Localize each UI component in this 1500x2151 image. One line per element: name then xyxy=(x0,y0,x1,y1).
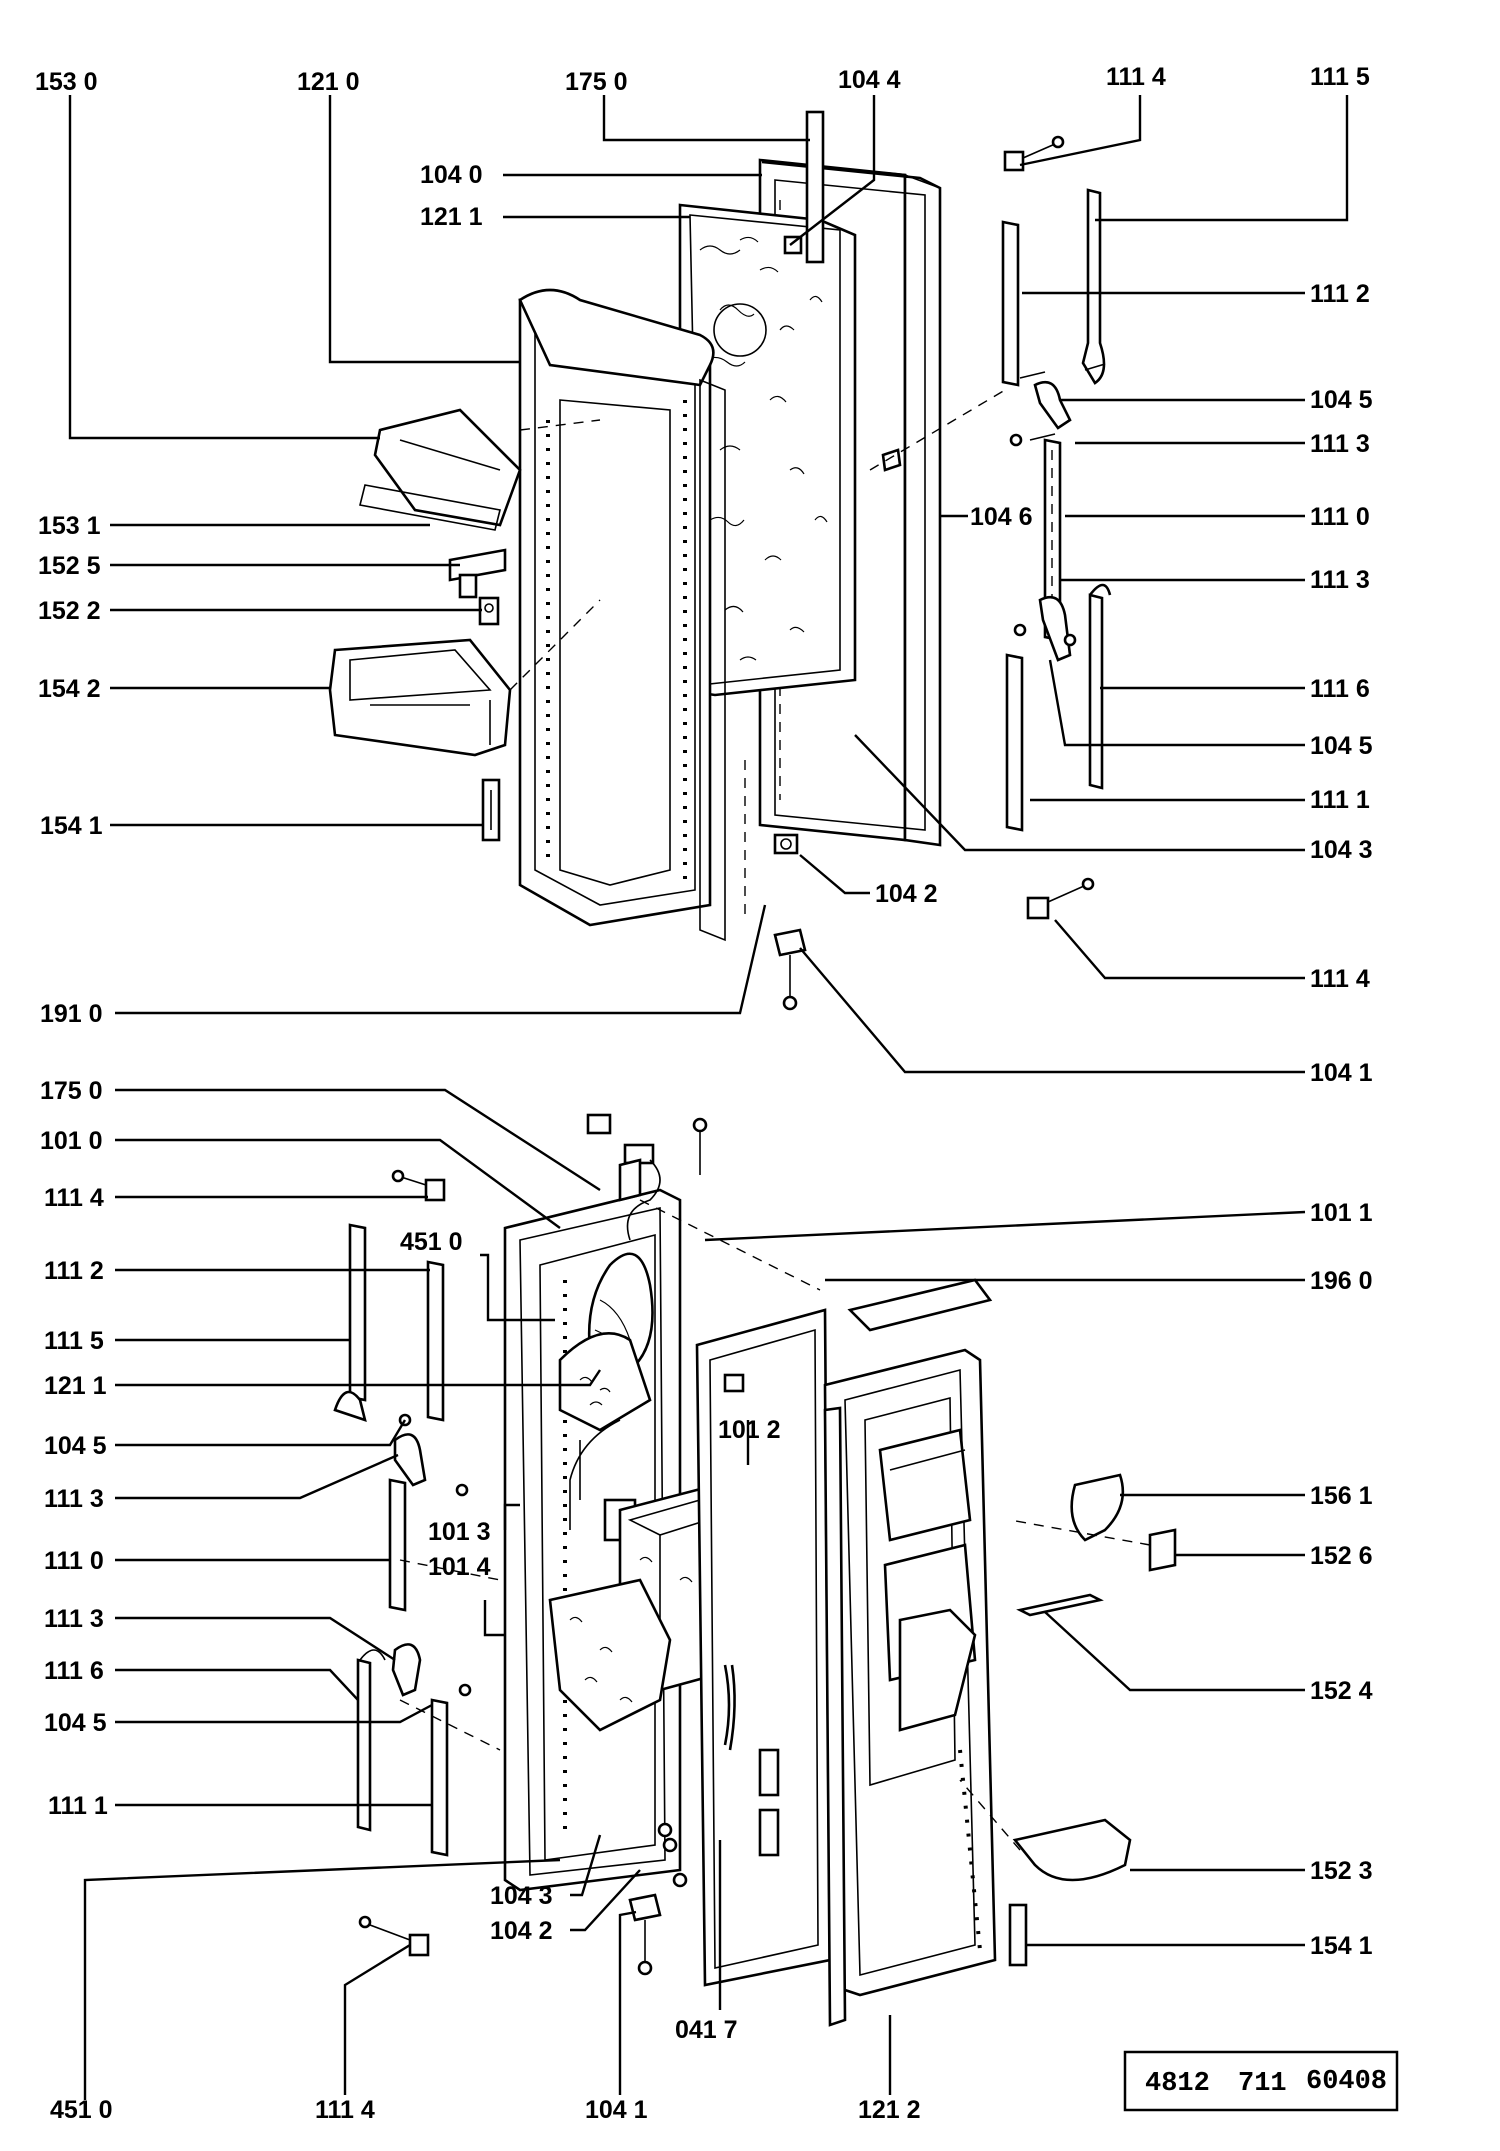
label-1541-left: 154 1 xyxy=(40,812,103,840)
label-1211-bot: 121 1 xyxy=(44,1372,107,1400)
label-0417: 041 7 xyxy=(675,2016,738,2044)
label-1115: 111 5 xyxy=(1310,63,1370,91)
hinge-1114-bottom-left xyxy=(391,1169,446,1202)
label-1750-bot: 175 0 xyxy=(40,1077,103,1105)
label-1014: 101 4 xyxy=(428,1553,491,1581)
bracket-1042-top xyxy=(773,833,799,855)
top-door-assembly xyxy=(328,110,1112,1011)
fastener-1046 xyxy=(881,448,902,472)
label-1212: 121 2 xyxy=(858,2096,921,2124)
reference-part-2: 711 xyxy=(1238,2069,1287,2099)
leader-lines xyxy=(68,95,1349,2100)
label-1115-bot: 111 5 xyxy=(44,1327,104,1355)
shelf-lid-1530 xyxy=(359,408,522,531)
label-1542: 154 2 xyxy=(38,675,101,703)
hinge-strips-bottom xyxy=(333,1223,501,1857)
hinge-1114-bottom xyxy=(358,1915,430,1957)
label-1045-a: 104 5 xyxy=(1310,386,1373,414)
label-1045-d: 104 5 xyxy=(44,1709,107,1737)
label-1910: 191 0 xyxy=(40,1000,103,1028)
foam-block-1014 xyxy=(548,1578,672,1732)
label-1112-top: 111 2 xyxy=(1310,280,1370,308)
label-1110-top: 111 0 xyxy=(1310,503,1370,531)
hinge-strips-top xyxy=(1001,188,1112,832)
label-1531: 153 1 xyxy=(38,512,101,540)
label-1045-b: 104 5 xyxy=(1310,732,1373,760)
label-1044: 104 4 xyxy=(838,66,901,94)
label-1211-top: 121 1 xyxy=(420,203,483,231)
label-1114-top: 111 4 xyxy=(1106,63,1166,91)
inner-liner-top xyxy=(518,288,726,942)
reference-number-box: 4812 711 60408 xyxy=(1123,2050,1399,2112)
label-1045-c: 104 5 xyxy=(44,1432,107,1460)
label-1114-bl: 111 4 xyxy=(44,1184,104,1212)
label-1041-bot: 104 1 xyxy=(585,2096,648,2124)
insulation-panel-bottom xyxy=(558,1332,652,1432)
label-1525: 152 5 xyxy=(38,552,101,580)
label-1541-right: 154 1 xyxy=(1310,1932,1373,1960)
label-1113-d: 111 3 xyxy=(44,1605,104,1633)
label-1523: 152 3 xyxy=(1310,1857,1373,1885)
label-1113-c: 111 3 xyxy=(44,1485,104,1513)
top-small-parts-bottom xyxy=(586,1113,708,1241)
label-1043-bot: 104 3 xyxy=(490,1882,553,1910)
label-1114-mid: 111 4 xyxy=(1310,965,1370,993)
clip-1525 xyxy=(448,548,507,599)
bottom-door-assembly xyxy=(333,1113,1177,2027)
label-1112-bot: 111 2 xyxy=(44,1257,104,1285)
dispenser-parts-right xyxy=(1008,1473,1177,1967)
label-1010: 101 0 xyxy=(40,1127,103,1155)
label-1046: 104 6 xyxy=(970,503,1033,531)
label-1561: 156 1 xyxy=(1310,1482,1373,1510)
hinge-plate-1041-top xyxy=(773,928,807,1011)
door-gasket-1960 xyxy=(695,1308,832,1987)
reference-part-1: 4812 xyxy=(1145,2069,1210,2099)
label-1111-bot: 111 1 xyxy=(48,1792,108,1820)
label-1111-top: 111 1 xyxy=(1310,786,1370,814)
hinge-1114-mid xyxy=(1026,877,1095,920)
label-1041-top: 104 1 xyxy=(1310,1059,1373,1087)
label-1114-bot: 111 4 xyxy=(315,2096,375,2124)
label-1524: 152 4 xyxy=(1310,1677,1373,1705)
axle-1750-top xyxy=(805,110,825,264)
label-1013: 101 3 xyxy=(428,1518,491,1546)
label-1042-top: 104 2 xyxy=(875,880,938,908)
reference-part-3: 60408 xyxy=(1306,2067,1387,2097)
part-labels: 153 0 121 0 175 0 104 4 111 4 111 5 104 … xyxy=(35,63,1373,2124)
label-1040: 104 0 xyxy=(420,161,483,189)
label-1042-bot: 104 2 xyxy=(490,1917,553,1945)
label-4510-bot: 451 0 xyxy=(50,2096,113,2124)
label-1526: 152 6 xyxy=(1310,1542,1373,1570)
label-1116-bot: 111 6 xyxy=(44,1657,104,1685)
label-1116-top: 111 6 xyxy=(1310,675,1370,703)
label-4510-mid: 451 0 xyxy=(400,1228,463,1256)
label-1960: 196 0 xyxy=(1310,1267,1373,1295)
label-1750-top: 175 0 xyxy=(565,68,628,96)
clip-1522 xyxy=(478,596,500,626)
inner-liner-bottom xyxy=(823,1278,997,2027)
label-1113-a: 111 3 xyxy=(1310,430,1370,458)
label-1012: 101 2 xyxy=(718,1416,781,1444)
label-1043-top: 104 3 xyxy=(1310,836,1373,864)
label-1530: 153 0 xyxy=(35,68,98,96)
label-1522: 152 2 xyxy=(38,597,101,625)
hinge-1114-top xyxy=(1003,135,1065,172)
door-bin-1542 xyxy=(328,638,512,757)
label-1011: 101 1 xyxy=(1310,1199,1373,1227)
label-1110-bot: 111 0 xyxy=(44,1547,104,1575)
bracket-1541-top xyxy=(481,778,501,842)
label-1113-b: 111 3 xyxy=(1310,566,1370,594)
label-1210: 121 0 xyxy=(297,68,360,96)
